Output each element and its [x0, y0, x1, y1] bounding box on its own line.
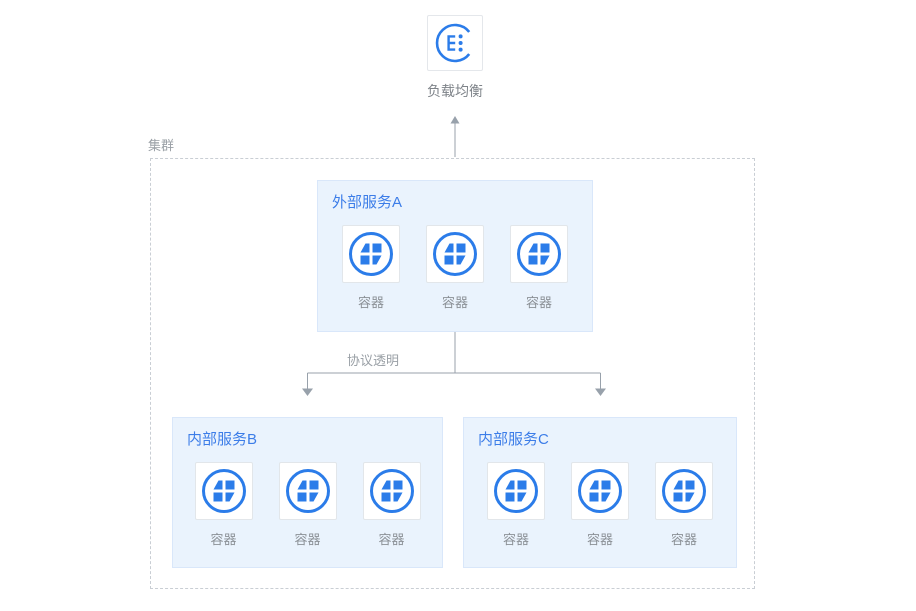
container-label: 容器: [525, 295, 552, 310]
container-label: 容器: [502, 532, 529, 547]
container-icon: [577, 468, 623, 514]
container-node: 容器: [571, 462, 629, 548]
cluster-boundary: [150, 158, 755, 589]
arrow-up-head-icon: [450, 116, 460, 124]
service-title: 内部服务C: [478, 431, 549, 448]
container-row: 容器 容器 容器: [318, 225, 592, 311]
container-node: 容器: [194, 462, 253, 548]
container-label: 容器: [357, 295, 384, 310]
container-card: [194, 462, 253, 520]
load-balancer-icon: [435, 23, 475, 63]
container-icon: [432, 231, 478, 277]
container-node: 容器: [362, 462, 421, 548]
container-row: 容器 容器 容器: [173, 462, 442, 548]
container-node: 容器: [278, 462, 337, 548]
cluster-label: 集群: [148, 138, 175, 153]
container-row: 容器 容器 容器: [464, 462, 736, 548]
service-box-internal-c: 内部服务C 容器 容器 容器: [463, 417, 737, 568]
container-node: 容器: [655, 462, 713, 548]
container-label: 容器: [294, 532, 321, 547]
container-card: [510, 225, 568, 283]
container-card: [362, 462, 421, 520]
container-icon: [285, 468, 331, 514]
load-balancer-label: 负载均衡: [427, 83, 483, 99]
container-icon: [201, 468, 247, 514]
container-card: [278, 462, 337, 520]
container-card: [655, 462, 713, 520]
container-label: 容器: [586, 532, 613, 547]
container-icon: [348, 231, 394, 277]
container-card: [571, 462, 629, 520]
container-node: 容器: [426, 225, 484, 311]
service-title: 内部服务B: [187, 431, 258, 448]
container-label: 容器: [670, 532, 697, 547]
protocol-transparent-label: 协议透明: [347, 353, 400, 368]
service-title: 外部服务A: [332, 194, 403, 211]
container-card: [487, 462, 545, 520]
container-icon: [493, 468, 539, 514]
container-icon: [516, 231, 562, 277]
container-node: 容器: [487, 462, 545, 548]
container-card: [426, 225, 484, 283]
container-icon: [369, 468, 415, 514]
service-box-external-a: 外部服务A 容器 容器 容器: [317, 180, 593, 332]
container-node: 容器: [510, 225, 568, 311]
container-label: 容器: [378, 532, 405, 547]
container-node: 容器: [342, 225, 400, 311]
container-icon: [661, 468, 707, 514]
load-balancer-node: [427, 15, 483, 71]
container-label: 容器: [441, 295, 468, 310]
container-card: [342, 225, 400, 283]
service-box-internal-b: 内部服务B 容器 容器 容器: [172, 417, 443, 568]
container-label: 容器: [210, 532, 237, 547]
